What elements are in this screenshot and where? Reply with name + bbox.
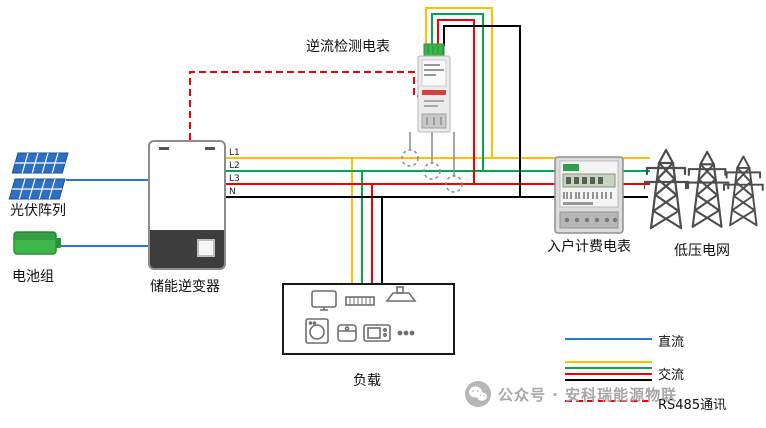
inverter-display-port (197, 239, 215, 257)
battery-icon (12, 226, 64, 264)
inverter-label: 储能逆变器 (150, 279, 220, 295)
inverter-bottom-panel (150, 230, 224, 268)
wire-label-l1: L1 (229, 148, 240, 158)
wire-label-l3: L3 (229, 174, 240, 184)
legend-label-ac: 交流 (658, 368, 685, 383)
watermark: 公众号 · 安科瑞能源物联 (464, 380, 677, 408)
load-label: 负载 (353, 373, 381, 389)
legend-ac-lines (565, 361, 652, 381)
battery-label: 电池组 (12, 269, 54, 285)
load-box (282, 283, 455, 355)
billing-meter-icon (554, 156, 624, 238)
inverter (148, 140, 226, 270)
wechat-icon (465, 381, 491, 407)
detection-meter-label: 逆流检测电表 (306, 39, 390, 55)
legend-label-dc: 直流 (658, 335, 685, 350)
dc-wires (60, 179, 148, 247)
appliance-icons (305, 286, 417, 344)
rs485-wire (189, 71, 418, 140)
inverter-vent-mark (159, 147, 169, 150)
wire-label-n: N (229, 187, 236, 197)
inverter-vent-mark (205, 147, 215, 150)
pv-array-icon (8, 150, 70, 206)
billing-meter-label: 入户计费电表 (547, 239, 631, 255)
legend-label-rs485: RS485通讯 (658, 398, 727, 413)
wire-label-l2: L2 (229, 161, 240, 171)
pv-array-label: 光伏阵列 (10, 203, 66, 219)
grid-label: 低压电网 (674, 243, 730, 259)
watermark-text: 公众号 · 安科瑞能源物联 (498, 385, 678, 404)
ct-sensor-circles (401, 132, 463, 193)
detection-meter-icon (416, 42, 452, 142)
grid-towers-icon (642, 144, 766, 236)
